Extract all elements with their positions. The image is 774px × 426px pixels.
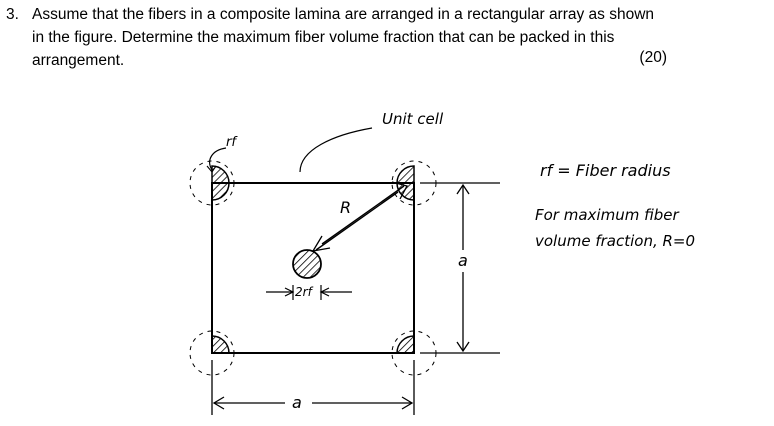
rf-leader xyxy=(209,147,227,171)
unit-cell-rect xyxy=(211,182,415,354)
question-text: 3.Assume that the fibers in a composite … xyxy=(6,3,706,72)
bottom-a-dimension xyxy=(211,360,415,415)
question-line-1: 3.Assume that the fibers in a composite … xyxy=(6,3,706,26)
right-a-dimension xyxy=(420,182,500,354)
r-label: R xyxy=(340,198,351,217)
center-fiber xyxy=(292,249,322,279)
unit-cell-leader xyxy=(299,127,373,173)
rf-label: rf xyxy=(226,135,238,150)
question-marks: (20) xyxy=(639,49,667,66)
right-a-label: a xyxy=(458,251,468,270)
note-fiber-radius: rf = Fiber radius xyxy=(540,161,671,180)
two-rf-dimension xyxy=(266,285,352,300)
unit-cell-label: Unit cell xyxy=(382,110,444,128)
corner-fiber-top-left xyxy=(189,160,235,206)
corner-fiber-bottom-left xyxy=(189,330,235,376)
question-line-3: arrangement. xyxy=(32,52,125,69)
r-dimension-line xyxy=(311,181,408,252)
note-volume-fraction: volume fraction, R=0 xyxy=(535,232,695,250)
question-number: 3. xyxy=(6,6,19,23)
question-line-2: in the figure. Determine the maximum fib… xyxy=(32,29,615,46)
two-rf-label: 2rf xyxy=(295,285,314,299)
bottom-a-label: a xyxy=(292,393,302,412)
note-max-fiber: For maximum fiber xyxy=(535,206,680,224)
